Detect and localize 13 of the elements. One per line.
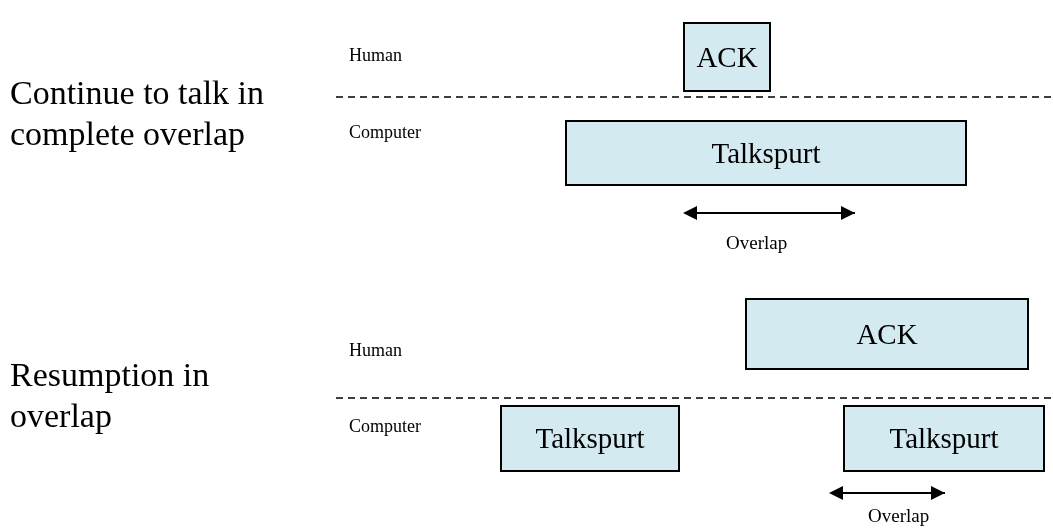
row-label: Human xyxy=(349,340,402,361)
event-box: Talkspurt xyxy=(500,405,680,472)
overlap-label: Overlap xyxy=(868,505,930,527)
event-box: Talkspurt xyxy=(843,405,1045,472)
event-box: ACK xyxy=(683,22,771,92)
scenario-label: Resumption in overlap xyxy=(10,355,211,437)
event-box: Talkspurt xyxy=(565,120,967,186)
row-label: Computer xyxy=(349,416,421,437)
row-label: Human xyxy=(349,45,402,66)
overlap-label: Overlap xyxy=(726,232,788,254)
event-box: ACK xyxy=(745,298,1029,370)
row-label: Computer xyxy=(349,122,421,143)
scenario-label: Continue to talk in complete overlap xyxy=(10,73,266,155)
